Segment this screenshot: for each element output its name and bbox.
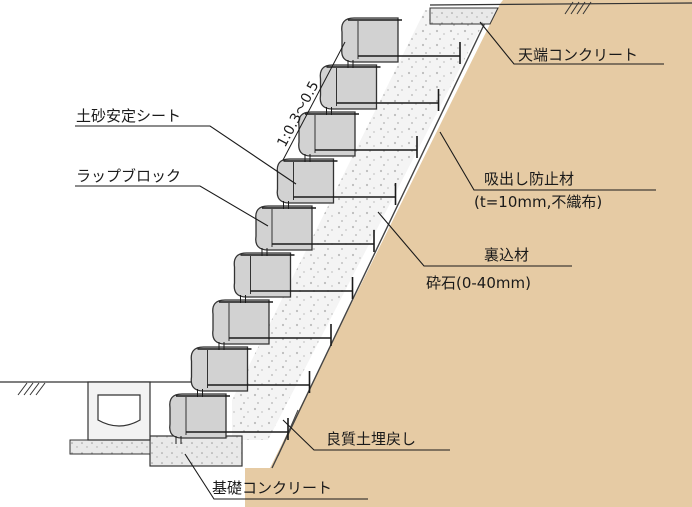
label-backfill: 裏込材 xyxy=(484,246,529,264)
wrap-block-front xyxy=(169,393,227,439)
wrap-block xyxy=(212,299,332,350)
retained-earth xyxy=(245,0,692,507)
wrap-block-front xyxy=(298,111,356,157)
label-suction-spec: (t=10mm,不織布) xyxy=(474,193,602,211)
foundation-concrete xyxy=(149,435,243,467)
top-concrete xyxy=(429,7,499,25)
slope-indicator-line xyxy=(282,41,346,161)
wrap-block-front xyxy=(190,346,249,392)
wrap-block xyxy=(276,158,397,209)
wrap-block-front xyxy=(319,64,378,110)
ground-hatch-top xyxy=(564,1,592,15)
ground-hatch-left xyxy=(17,382,46,396)
wrap-block xyxy=(169,393,289,444)
label-good-soil: 良質土埋戻し xyxy=(326,430,416,448)
suction-prevention-line xyxy=(271,7,493,469)
label-top-concrete: 天端コンクリート xyxy=(518,46,638,64)
leader-good-soil xyxy=(282,419,450,451)
leader-wrap-block xyxy=(75,185,269,227)
leader-backfill xyxy=(377,211,572,267)
top-ground-line xyxy=(429,2,692,6)
label-sandbag-sheet: 土砂安定シート xyxy=(76,107,181,125)
gravel-backfill xyxy=(232,10,490,440)
wrap-blocks xyxy=(169,17,461,444)
label-wrap-block: ラップブロック xyxy=(76,167,181,185)
label-suction-prevention: 吸出し防止材 xyxy=(484,170,574,188)
wrap-block-front xyxy=(233,252,292,298)
leader-top-concrete xyxy=(479,21,664,65)
wrap-block xyxy=(190,346,311,397)
wrap-block-front xyxy=(276,158,335,204)
leader-foundation xyxy=(184,453,368,500)
drainage-gutter xyxy=(69,381,151,455)
wrap-block xyxy=(233,252,354,303)
wrap-block-front xyxy=(255,205,313,251)
leader-suction xyxy=(439,131,656,191)
wrap-block xyxy=(341,17,461,68)
label-crushed-stone: 砕石(0-40mm) xyxy=(426,274,531,292)
label-foundation: 基礎コンクリート xyxy=(212,479,332,497)
leader-sandbag-sheet xyxy=(75,125,297,185)
wrap-block xyxy=(298,111,418,162)
wrap-block xyxy=(255,205,375,256)
wrap-block-front xyxy=(212,299,270,345)
